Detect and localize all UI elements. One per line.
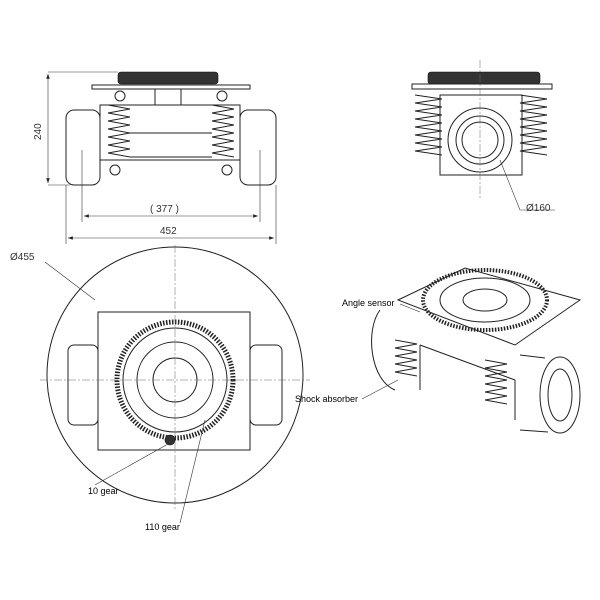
spring-right bbox=[211, 90, 235, 176]
isometric-view: Angle sensor Shock absorber bbox=[295, 267, 582, 434]
label-angle-sensor: Angle sensor bbox=[342, 298, 395, 308]
dim-outer-diameter: Ø455 bbox=[10, 252, 35, 263]
dim-tube-diameter: Ø160 bbox=[526, 203, 551, 214]
spring-left bbox=[107, 90, 131, 176]
front-view: 240 ( 377 ) 452 bbox=[33, 71, 277, 244]
dim-wheel-track: ( 377 ) bbox=[150, 204, 179, 215]
label-shock-absorber: Shock absorber bbox=[295, 394, 358, 404]
dim-overall-width: 452 bbox=[160, 226, 177, 237]
label-10-gear: 10 gear bbox=[88, 486, 119, 496]
label-110-gear: 110 gear bbox=[145, 522, 180, 532]
dim-height: 240 bbox=[33, 123, 44, 140]
side-view: Ø160 bbox=[411, 60, 555, 214]
top-view: Ø455 10 gear 110 gear bbox=[10, 245, 310, 532]
